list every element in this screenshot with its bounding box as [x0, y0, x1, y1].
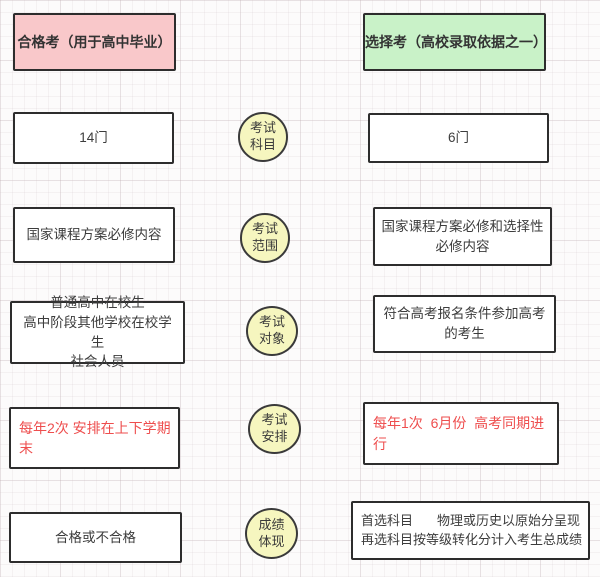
result-value: 物理或历史以原始分呈现 [436, 512, 580, 528]
category-line: 安排 [261, 429, 288, 444]
right-audience-box: 符合高考报名条件参加高考的考生 [373, 295, 556, 353]
category-line: 对象 [258, 331, 285, 346]
result-label: 首选科目 [361, 512, 414, 528]
result-line-secondary: 再选科目 按等级转化分计入考生总成绩 [361, 531, 583, 550]
header-qualification-exam: 合格考（用于高中毕业） [13, 13, 176, 71]
category-exam-schedule: 考试 安排 [248, 404, 301, 454]
right-schedule-box: 每年1次 6月份 高考同期进行 [363, 402, 559, 465]
right-scope-box: 国家课程方案必修和选择性必修内容 [373, 207, 552, 266]
left-result-box: 合格或不合格 [9, 512, 182, 563]
result-line-primary: 首选科目 物理或历史以原始分呈现 [361, 512, 580, 531]
left-schedule-box: 每年2次 安排在上下学期末 [9, 407, 180, 469]
category-line: 考试 [249, 120, 276, 136]
audience-line: 高中阶段其他学校在校学生 [23, 314, 172, 350]
result-value: 按等级转化分计入考生总成绩 [413, 531, 583, 547]
category-line: 范围 [251, 238, 278, 253]
left-subjects-box: 14门 [13, 112, 174, 164]
header-selective-exam: 选择考（高校录取依据之一） [363, 13, 547, 71]
category-score-presentation: 成绩 体现 [245, 508, 298, 559]
category-exam-audience: 考试 对象 [246, 306, 298, 356]
category-line: 体现 [258, 533, 285, 549]
category-line: 考试 [258, 314, 285, 330]
audience-line: 社会人员 [70, 354, 125, 370]
left-audience-box: 普通高中在校生 高中阶段其他学校在校学生 社会人员 [10, 295, 185, 369]
category-line: 考试 [251, 221, 278, 237]
right-subjects-box: 6门 [368, 113, 549, 163]
category-line: 成绩 [258, 516, 285, 532]
category-exam-scope: 考试 范围 [240, 213, 290, 263]
right-result-box: 首选科目 物理或历史以原始分呈现 再选科目 按等级转化分计入考生总成绩 [351, 501, 590, 560]
left-scope-box: 国家课程方案必修内容 [13, 207, 175, 263]
result-label: 再选科目 [361, 531, 414, 547]
category-exam-subjects: 考试 科目 [238, 112, 288, 162]
category-line: 科目 [249, 137, 276, 152]
category-line: 考试 [261, 412, 288, 428]
audience-line: 普通高中在校生 [50, 295, 145, 311]
